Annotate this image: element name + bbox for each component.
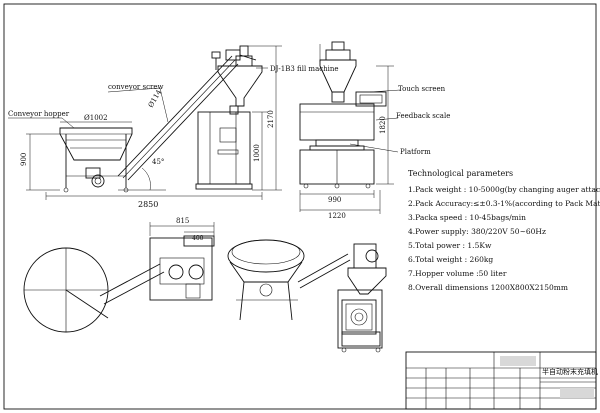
conveyor-hopper [59, 127, 133, 161]
dim-width-990: 990 [328, 196, 341, 204]
dim-height-1000: 1000 [253, 144, 261, 162]
parameter-item: 5.Total power : 1.5Kw [408, 241, 492, 250]
parameter-item: 3.Packa speed : 10-45bags/min [408, 213, 526, 222]
label-fill-machine: DJ-1B3 fill machine [270, 65, 339, 73]
parameters-block: Technological parameters 1.Pack weight :… [408, 169, 600, 292]
dim-hopper-diameter: Ø1002 [84, 114, 108, 122]
parameter-item: 1.Pack weight : 10-5000g(by changing aug… [408, 185, 600, 194]
title-block-title: 半自动粉末充填机 [542, 367, 598, 376]
front-view: Touch screen Feedback scale Platform 182… [299, 41, 450, 220]
parameters-heading: Technological parameters [408, 169, 513, 178]
dim-height-2170: 2170 [267, 110, 275, 128]
dim-height-900: 900 [20, 153, 28, 166]
parameter-item: 7.Hopper volume :50 liter [408, 269, 507, 278]
dim-screw-diameter: Ø114 [147, 88, 164, 109]
dim-height-1820: 1820 [379, 116, 387, 134]
parameter-item: 6.Total weight : 260kg [408, 255, 493, 264]
dim-width-400: 400 [192, 235, 204, 242]
top-view: 815 400 [23, 217, 387, 353]
dim-width-1220: 1220 [328, 212, 346, 220]
side-view: conveyor screw DJ-1B3 fill machine Conve… [8, 45, 339, 209]
title-block: 半自动粉末充填机 [405, 351, 598, 410]
dim-angle: 45° [152, 158, 164, 166]
label-touch-screen: Touch screen [398, 85, 446, 93]
label-conveyor-screw: conveyor screw [108, 83, 163, 91]
parameter-item: 2.Pack Accuracy:≤±0.3-1%(according to Pa… [408, 199, 600, 208]
parameter-item: 8.Overall dimensions 1200X800X2150mm [408, 283, 568, 292]
drawing-frame [3, 3, 597, 410]
dim-width-815: 815 [176, 217, 189, 225]
fill-machine-body [197, 111, 251, 185]
label-feedback-scale: Feedback scale [396, 112, 450, 120]
screw-tube [117, 55, 233, 177]
front-machine-body [299, 103, 375, 141]
dim-width-2850: 2850 [138, 200, 158, 209]
label-platform: Platform [400, 148, 431, 156]
label-conveyor-hopper: Conveyor hopper [8, 110, 70, 118]
parameter-item: 4.Power supply: 380/220V 50~60Hz [408, 227, 546, 236]
